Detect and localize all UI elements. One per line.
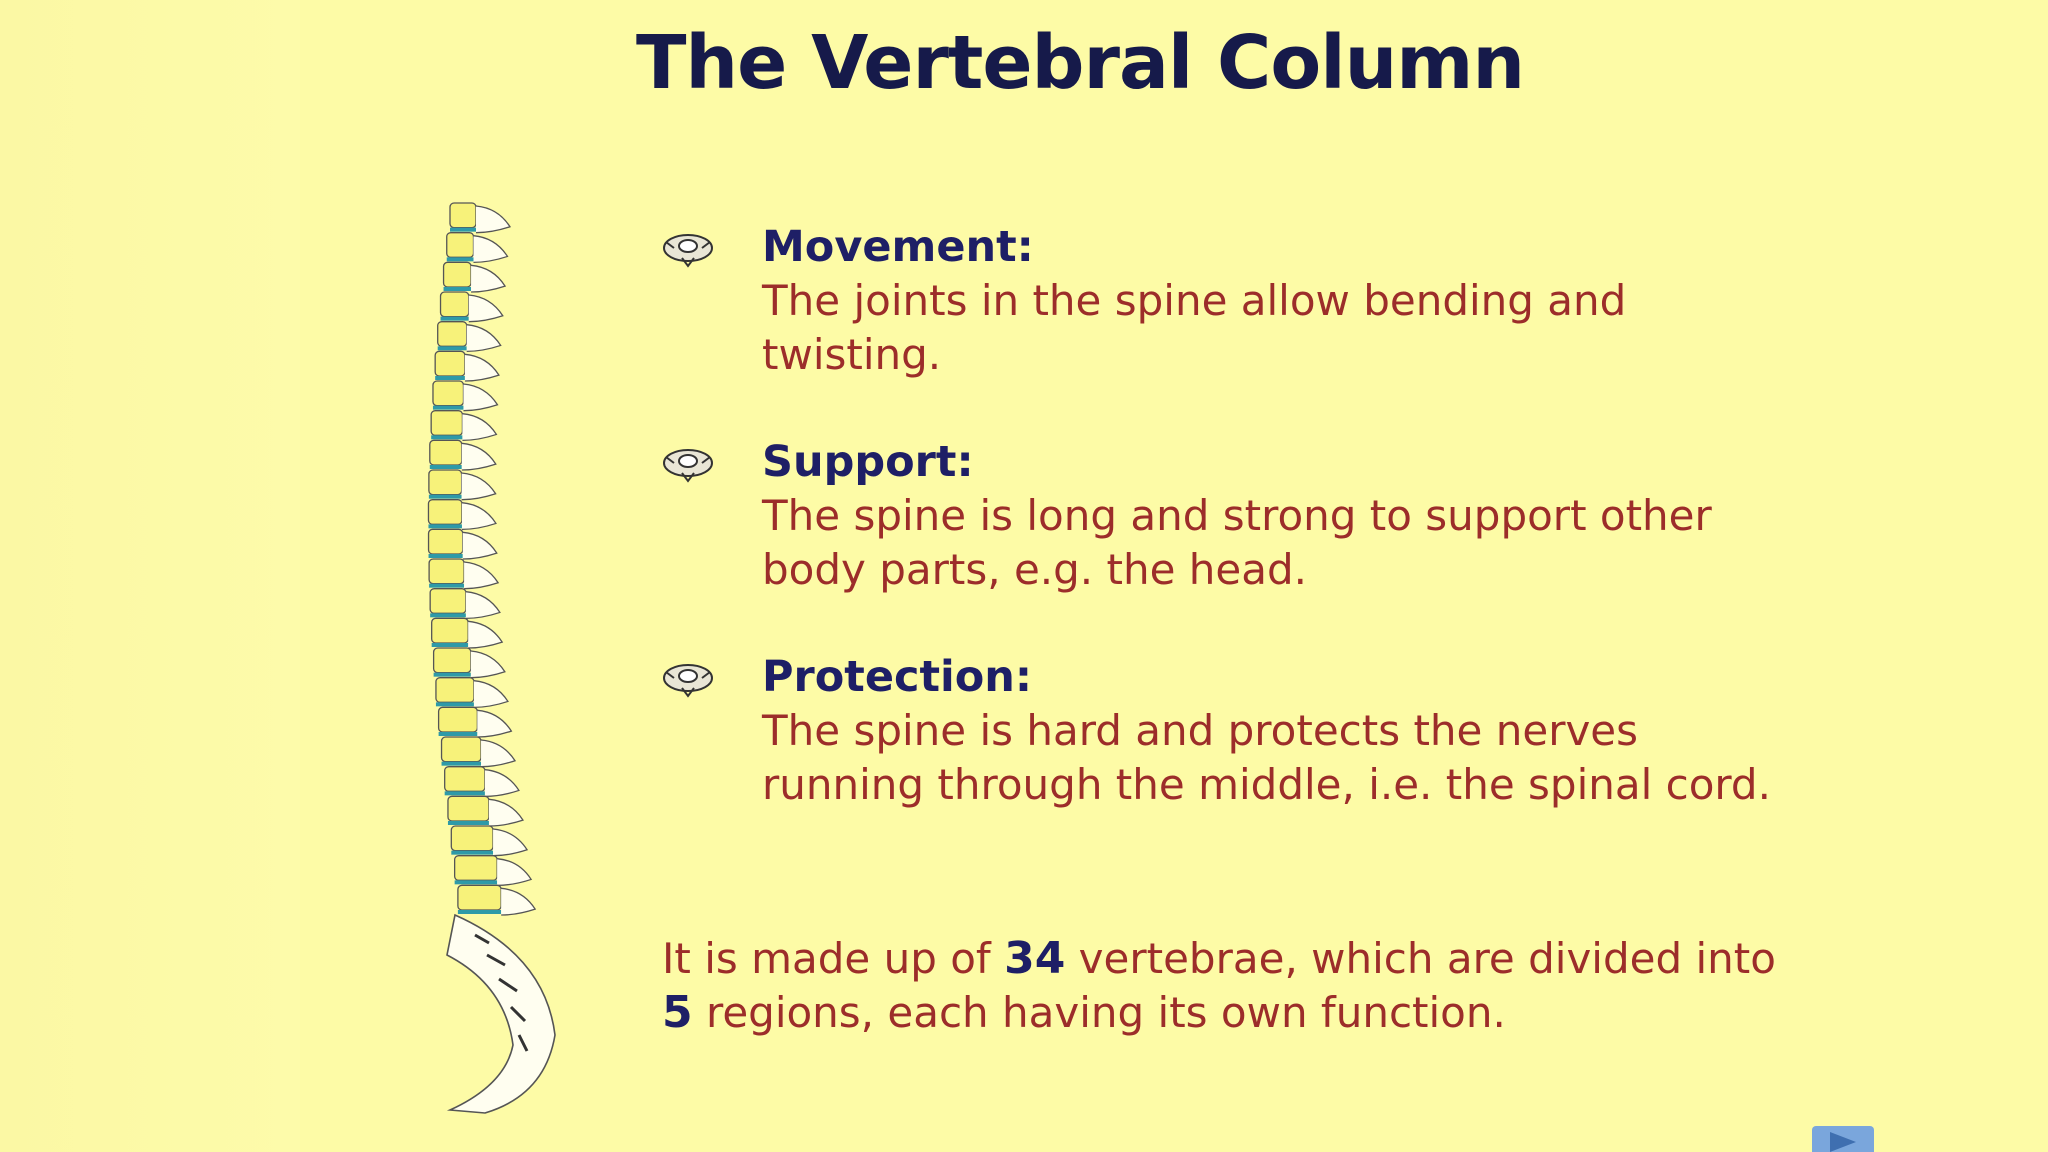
- vertebra-body: [429, 588, 467, 614]
- vertebra-body: [453, 855, 498, 881]
- spinous-process: [470, 650, 506, 679]
- sacrum: [446, 913, 556, 1114]
- intervertebral-disc: [450, 227, 476, 232]
- spinous-process: [461, 442, 497, 471]
- spinous-process: [477, 709, 513, 738]
- vertebra-icon: [663, 664, 713, 698]
- intervertebral-disc: [431, 435, 463, 440]
- vertebra-body: [430, 410, 464, 436]
- spinous-process: [501, 887, 537, 916]
- intervertebral-disc: [435, 376, 465, 380]
- intervertebral-disc: [451, 850, 494, 855]
- vertebra-body: [428, 558, 465, 585]
- vertebra-body: [429, 439, 463, 466]
- spinous-process: [461, 502, 497, 531]
- vertebra-body: [449, 202, 477, 229]
- intervertebral-disc: [428, 494, 462, 499]
- item-heading: Support:: [762, 437, 974, 487]
- intervertebral-disc: [446, 257, 474, 262]
- slide-title: The Vertebral Column: [635, 20, 1525, 106]
- vertebra-body: [432, 380, 465, 407]
- next-arrow-icon: [1830, 1132, 1856, 1152]
- spinous-process: [475, 205, 511, 234]
- spinous-process: [480, 739, 517, 768]
- spinous-process: [464, 353, 500, 382]
- item-heading: Movement:: [762, 222, 1034, 272]
- intervertebral-disc: [438, 732, 478, 736]
- intervertebral-disc: [454, 880, 498, 885]
- intervertebral-disc: [447, 821, 489, 825]
- regions-count: 5: [662, 987, 693, 1038]
- vertebra-body: [440, 736, 482, 763]
- intervertebral-disc: [441, 761, 482, 766]
- spine-illustration: [427, 202, 556, 1114]
- item-body: The spine is long and strong to support …: [762, 491, 1712, 594]
- spinous-process: [464, 561, 500, 590]
- intervertebral-disc: [429, 583, 465, 588]
- vertebra-body: [437, 706, 479, 733]
- intervertebral-disc: [433, 672, 471, 677]
- vertebra-body: [447, 795, 490, 822]
- spinous-process: [488, 798, 524, 827]
- item-body: The spine is hard and protects the nerve…: [762, 706, 1771, 809]
- spinous-process: [465, 591, 501, 620]
- next-slide-button[interactable]: [1812, 1126, 1874, 1152]
- vertebra-body: [442, 261, 472, 288]
- item-heading: Protection:: [762, 652, 1033, 702]
- spinous-process: [468, 294, 504, 323]
- spinous-process: [471, 264, 507, 293]
- intervertebral-disc: [432, 405, 464, 410]
- intervertebral-disc: [443, 287, 472, 291]
- vertebra-body: [435, 677, 475, 703]
- spinous-process: [473, 680, 509, 709]
- intervertebral-disc: [428, 554, 463, 558]
- spinous-process: [466, 324, 502, 353]
- intervertebral-disc: [457, 910, 502, 914]
- vertebra-body: [427, 499, 463, 525]
- summary-text: It is made up of 34 vertebrae, which are…: [662, 932, 1812, 1040]
- spinous-process: [473, 235, 509, 264]
- background-shade: [0, 0, 300, 1152]
- spinous-process: [463, 383, 499, 412]
- spinous-process: [461, 472, 497, 501]
- vertebrae-count: 34: [1004, 933, 1066, 984]
- vertebra-icon: [663, 449, 713, 483]
- vertebra-body: [432, 647, 472, 674]
- item-body: The joints in the spine allow bending an…: [762, 276, 1627, 379]
- intervertebral-disc: [428, 524, 462, 529]
- vertebra-body: [450, 825, 494, 852]
- vertebra-icon: [663, 234, 713, 268]
- intervertebral-disc: [435, 702, 474, 707]
- spinous-process: [462, 413, 498, 442]
- spinous-process: [484, 769, 520, 798]
- intervertebral-disc: [430, 613, 466, 618]
- summary-part: regions, each having its own function.: [692, 988, 1506, 1037]
- vertebra-body: [434, 350, 466, 377]
- sacral-foramina: [474, 933, 529, 1052]
- summary-part: vertebrae, which are divided into: [1065, 934, 1776, 983]
- vertebra-body: [439, 291, 470, 318]
- intervertebral-disc: [437, 346, 467, 351]
- intervertebral-disc: [444, 791, 485, 796]
- vertebra-body: [446, 232, 475, 258]
- summary-part: It is made up of: [662, 934, 1005, 983]
- vertebra-body: [444, 766, 486, 792]
- spinous-process: [492, 828, 529, 857]
- intervertebral-disc: [440, 316, 469, 321]
- vertebra-body: [428, 469, 463, 496]
- vertebra-body: [431, 617, 469, 644]
- vertebra-body: [457, 884, 502, 911]
- spinous-process: [497, 858, 533, 887]
- intervertebral-disc: [429, 465, 462, 469]
- intervertebral-disc: [431, 643, 469, 647]
- vertebra-body: [437, 321, 468, 347]
- spinous-process: [462, 531, 498, 560]
- vertebra-body: [427, 528, 464, 555]
- spinous-process: [468, 620, 504, 649]
